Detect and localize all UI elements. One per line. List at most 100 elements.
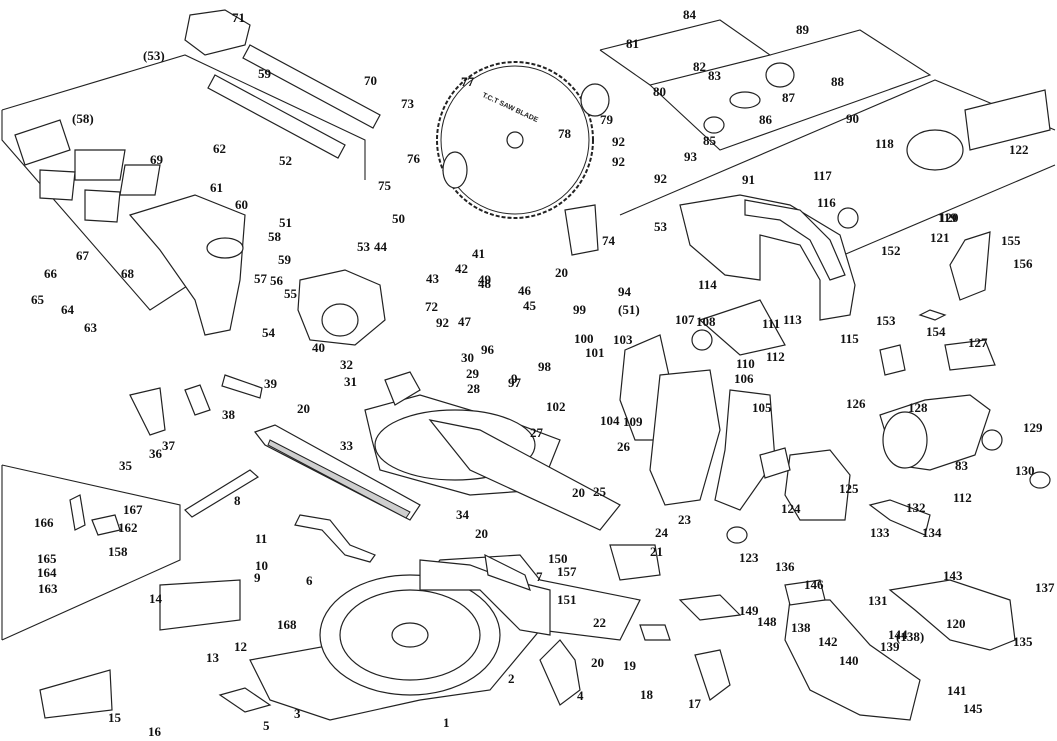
callout-label: 53 bbox=[357, 239, 371, 254]
callout-label: 89 bbox=[796, 22, 810, 37]
callout-label: 2 bbox=[508, 671, 515, 686]
callout-label: 141 bbox=[947, 683, 967, 698]
callout-label: 48 bbox=[478, 276, 492, 291]
callout-label: 139 bbox=[880, 639, 900, 654]
callout-label: 112 bbox=[953, 490, 972, 505]
callout-label: 76 bbox=[407, 151, 421, 166]
callout-label: 103 bbox=[613, 332, 633, 347]
callout-label: 114 bbox=[698, 277, 717, 292]
callout-label: 26 bbox=[617, 439, 631, 454]
callout-label: 78 bbox=[558, 126, 572, 141]
callout-label: 97 bbox=[508, 375, 522, 390]
callout-label: 140 bbox=[839, 653, 859, 668]
callout-label: 149 bbox=[739, 603, 759, 618]
callout-label: 6 bbox=[306, 573, 313, 588]
callout-label: 119 bbox=[938, 210, 957, 225]
callout-label: 82 bbox=[693, 59, 706, 74]
callout-label: 165 bbox=[37, 551, 57, 566]
callout-label: 113 bbox=[783, 312, 802, 327]
callout-label: (58) bbox=[72, 111, 94, 126]
callout-label: 144 bbox=[888, 627, 908, 642]
callout-label: 125 bbox=[839, 481, 859, 496]
callout-label: 18 bbox=[640, 687, 654, 702]
callout-label: 143 bbox=[943, 568, 963, 583]
callout-label: 123 bbox=[739, 550, 759, 565]
callout-label: 35 bbox=[119, 458, 133, 473]
callout-label: 32 bbox=[340, 357, 353, 372]
callout-label: 57 bbox=[254, 271, 268, 286]
callout-label: 104 bbox=[600, 413, 620, 428]
callout-label: 127 bbox=[968, 335, 988, 350]
grouping-outlines bbox=[1, 19, 1056, 641]
callout-label: 132 bbox=[906, 500, 926, 515]
callout-label: 22 bbox=[593, 615, 606, 630]
fence bbox=[254, 424, 421, 521]
callout-label: 15 bbox=[108, 710, 122, 725]
callout-label: 66 bbox=[44, 266, 58, 281]
callout-label: 122 bbox=[1009, 142, 1029, 157]
callout-label: 46 bbox=[518, 283, 532, 298]
arm-assembly bbox=[128, 194, 386, 346]
callout-label: 167 bbox=[123, 502, 143, 517]
callout-label: 34 bbox=[456, 507, 470, 522]
callout-label: 24 bbox=[655, 525, 669, 540]
callout-label: 137 bbox=[1035, 580, 1055, 595]
callout-label: 20 bbox=[572, 485, 585, 500]
callout-label: 65 bbox=[31, 292, 45, 307]
callout-label: 98 bbox=[538, 359, 552, 374]
callout-label: 38 bbox=[222, 407, 236, 422]
callout-label: 136 bbox=[775, 559, 795, 574]
callout-label: 49 bbox=[478, 272, 492, 287]
callout-label: (53) bbox=[143, 48, 165, 63]
callout-label: 17 bbox=[688, 696, 702, 711]
callout-label: 42 bbox=[455, 261, 468, 276]
callout-label: 28 bbox=[467, 381, 481, 396]
callout-label: 85 bbox=[703, 133, 717, 148]
callout-label: 138 bbox=[791, 620, 811, 635]
callout-label: 96 bbox=[481, 342, 495, 357]
callout-label: 156 bbox=[1013, 256, 1033, 271]
callout-label: 8 bbox=[234, 493, 241, 508]
callout-label: (51) bbox=[618, 302, 640, 317]
callout-label: 63 bbox=[84, 320, 98, 335]
callout-label: 20 bbox=[297, 401, 310, 416]
callout-label: 118 bbox=[875, 136, 894, 151]
callout-label: 112 bbox=[766, 349, 785, 364]
callout-label: 53 bbox=[654, 219, 668, 234]
callout-label: 59 bbox=[258, 66, 272, 81]
callout-label: 120 bbox=[946, 616, 966, 631]
callout-label: 60 bbox=[235, 197, 248, 212]
callout-label: 33 bbox=[340, 438, 354, 453]
callout-label: 135 bbox=[1013, 634, 1033, 649]
callout-label: 19 bbox=[623, 658, 637, 673]
callout-label: 124 bbox=[781, 501, 801, 516]
callout-labels: 1 2 3 4 5 6 7 8 9 9 10 11 12 13 14 15 16… bbox=[31, 7, 1055, 739]
callout-label: 1 bbox=[443, 715, 450, 730]
callout-label: 39 bbox=[264, 376, 278, 391]
slide-rails bbox=[14, 9, 381, 223]
callout-label: 68 bbox=[121, 266, 135, 281]
callout-label: 120 bbox=[939, 210, 959, 225]
callout-label: 115 bbox=[840, 331, 859, 346]
callout-label: 25 bbox=[593, 484, 607, 499]
callout-label: 20 bbox=[591, 655, 604, 670]
callout-label: 121 bbox=[930, 230, 950, 245]
callout-label: 27 bbox=[530, 425, 544, 440]
hardware bbox=[39, 62, 1051, 719]
callout-label: 158 bbox=[108, 544, 128, 559]
callout-label: 86 bbox=[759, 112, 773, 127]
callout-label: 47 bbox=[458, 314, 472, 329]
callout-label: 62 bbox=[213, 141, 226, 156]
motor bbox=[784, 89, 1051, 521]
callout-label: 84 bbox=[683, 7, 697, 22]
callout-label: 64 bbox=[61, 302, 75, 317]
callout-label: 67 bbox=[76, 248, 90, 263]
upper-guard bbox=[679, 194, 856, 321]
callout-label: 14 bbox=[149, 591, 163, 606]
callout-label: 61 bbox=[210, 180, 223, 195]
callout-label: 55 bbox=[284, 286, 298, 301]
callout-label: 36 bbox=[149, 446, 163, 461]
lower-guard bbox=[619, 299, 786, 511]
callout-label: 71 bbox=[232, 10, 245, 25]
